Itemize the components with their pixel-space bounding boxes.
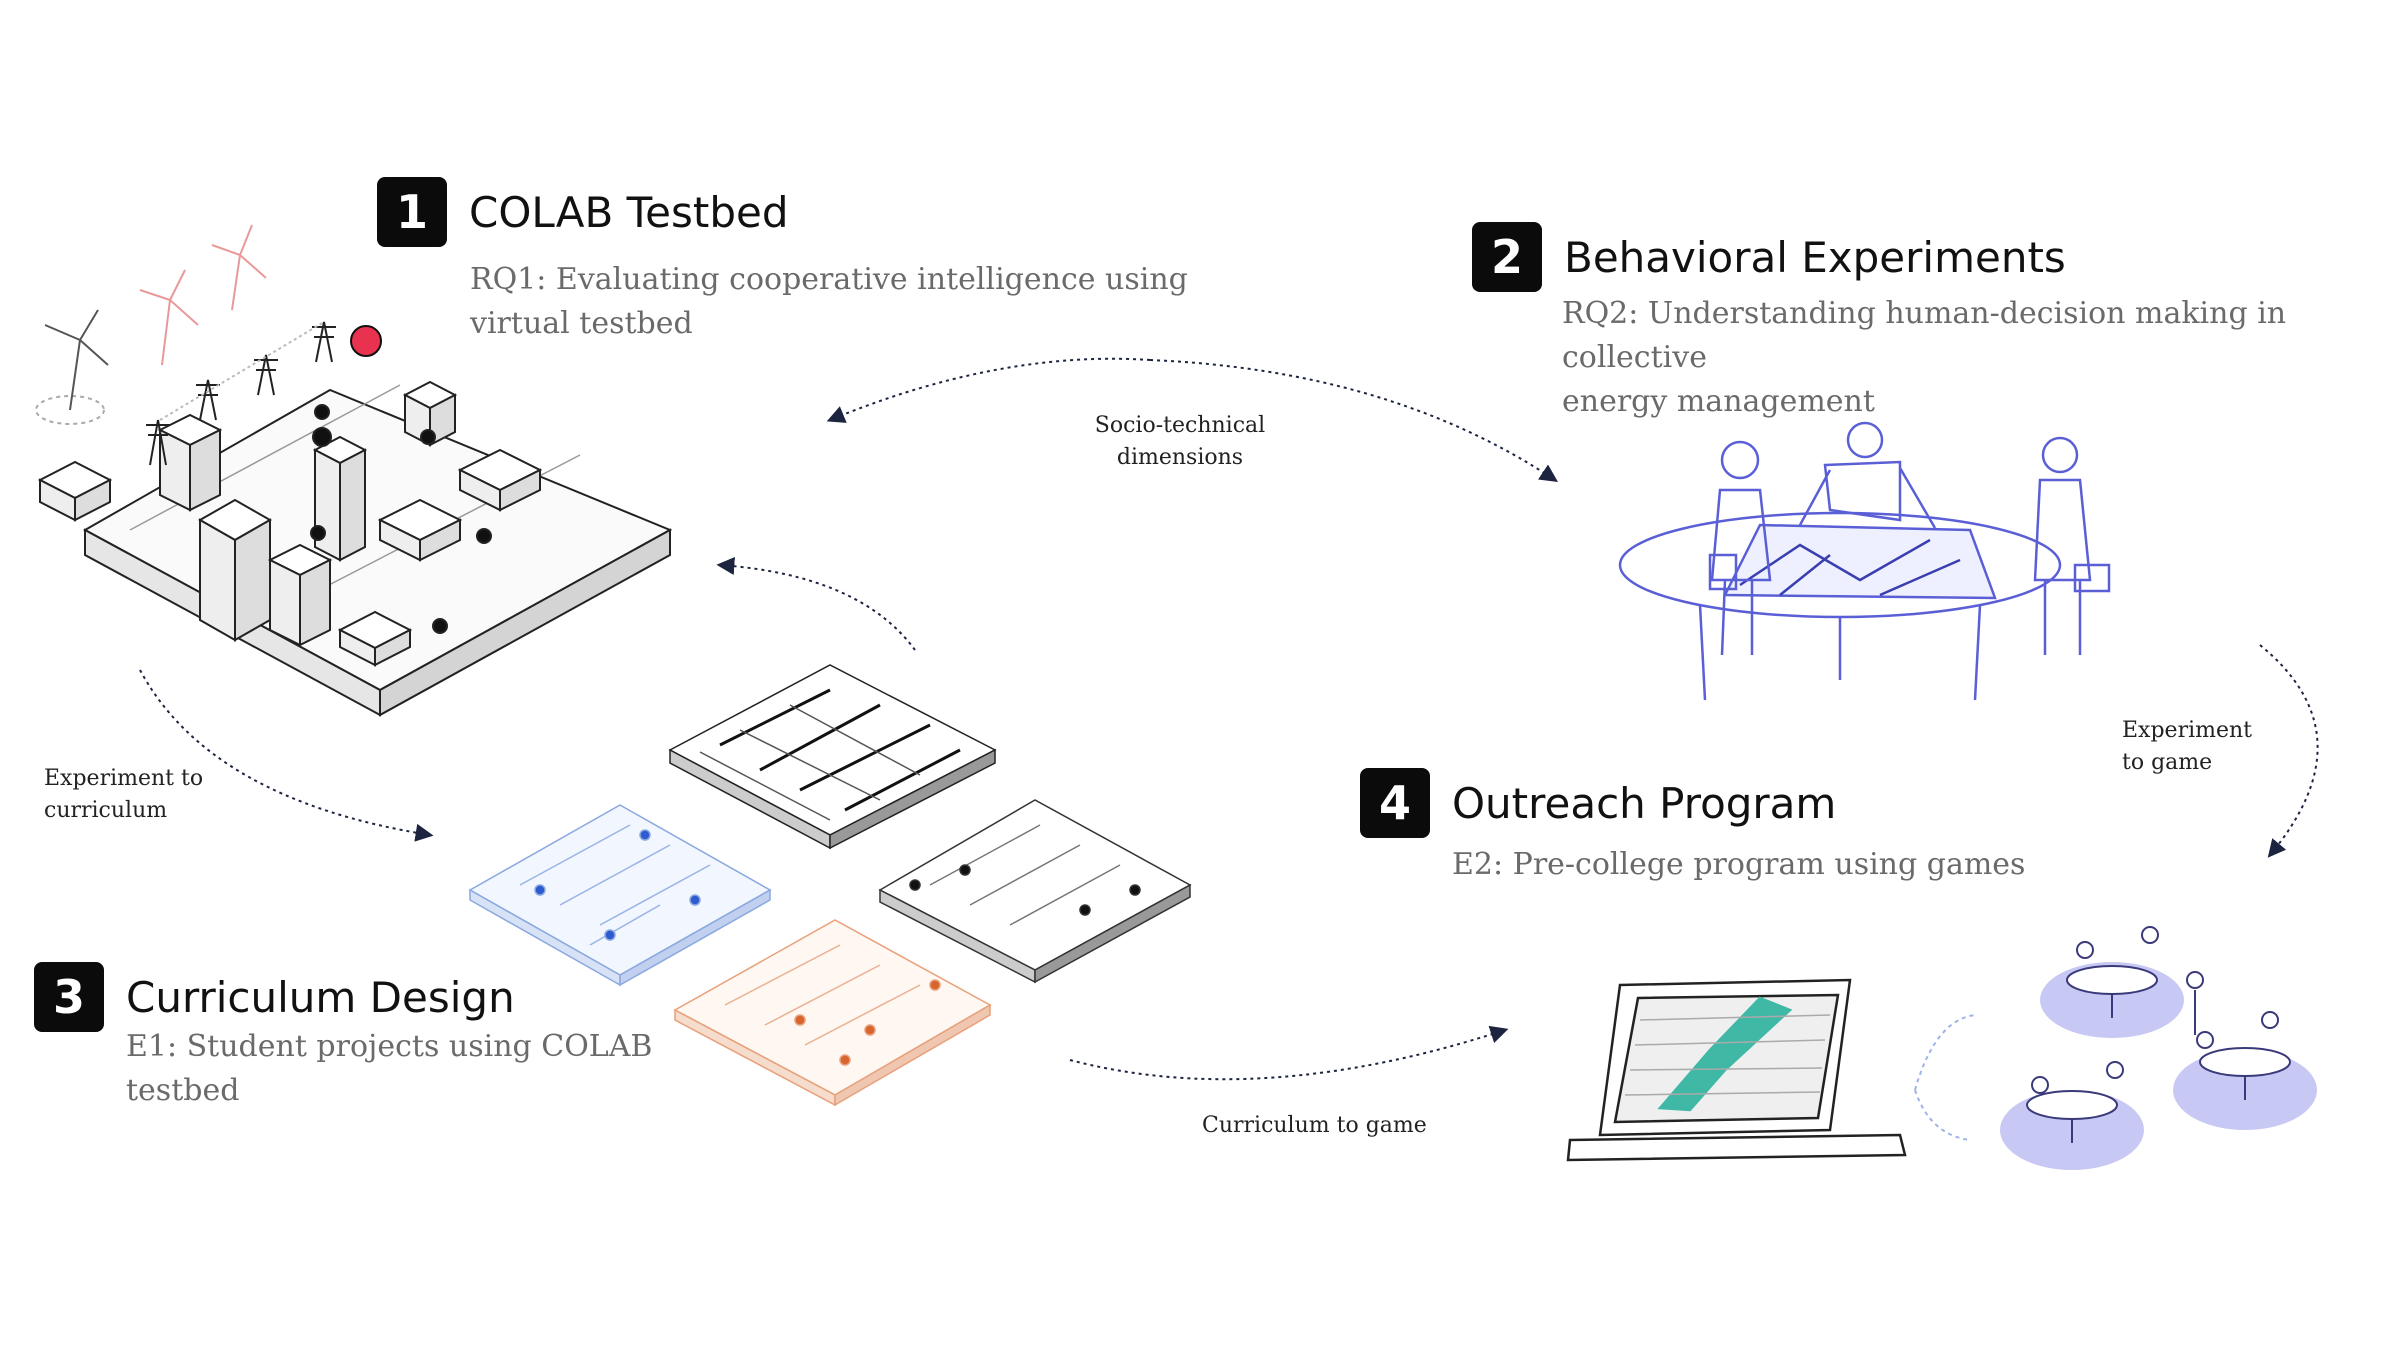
section-outreach-program: 4 Outreach Program — [1360, 768, 1836, 838]
subtitle-line: RQ2: Understanding human-decision making… — [1562, 296, 2287, 375]
subtitle-line: energy management — [1562, 384, 1875, 419]
power-tower-icon — [146, 321, 336, 466]
flow-label-line: Curriculum to game — [1202, 1113, 1427, 1138]
arrow-curriculum-to-testbed — [716, 557, 916, 651]
flow-arrows — [139, 357, 2319, 1081]
section-number-badge: 1 — [377, 177, 447, 247]
section-number-badge: 2 — [1472, 222, 1542, 292]
city-block-icon — [197, 498, 273, 642]
subtitle-line: virtual testbed — [470, 306, 693, 341]
arrow-experiment-to-game — [2259, 644, 2319, 858]
section-behavioral-experiments: 2 Behavioral Experiments — [1472, 222, 2066, 292]
flow-label-line: Experiment — [2122, 718, 2253, 743]
section-number-badge: 3 — [34, 962, 104, 1032]
arrow-socio-technical-left — [826, 357, 1151, 423]
subtitle-line: E2: Pre-college program using games — [1452, 847, 2026, 882]
flow-label-curriculum-to-game: Curriculum to game — [1202, 1110, 1427, 1142]
curriculum-map-tile-blue — [468, 804, 772, 987]
section-number-badge: 4 — [1360, 768, 1430, 838]
round-table-icon — [2000, 926, 2317, 1170]
section-title: Curriculum Design — [126, 972, 515, 1022]
subtitle-line: E1: Student projects using COLAB — [126, 1029, 653, 1064]
subtitle-line: RQ1: Evaluating cooperative intelligence… — [470, 262, 1188, 297]
section-subtitle: E2: Pre-college program using games — [1452, 843, 2025, 887]
flow-label-experiment-to-game: Experiment to game — [2122, 715, 2252, 779]
flow-label-line: Experiment to — [44, 766, 204, 791]
section-title: Outreach Program — [1452, 778, 1837, 828]
section-subtitle: RQ1: Evaluating cooperative intelligence… — [470, 258, 1188, 346]
section-curriculum-design: 3 Curriculum Design — [34, 962, 515, 1032]
wind-turbine-icon — [35, 309, 109, 425]
subtitle-line: testbed — [126, 1073, 240, 1108]
laptop-to-tables-swoosh — [1914, 1014, 1976, 1141]
laptop-icon — [1566, 978, 1907, 1162]
arrow-experiment-to-curriculum — [139, 669, 434, 842]
section-subtitle: RQ2: Understanding human-decision making… — [1562, 292, 2400, 424]
flow-label-line: dimensions — [1116, 445, 1244, 470]
curriculum-map-tile-gray — [878, 799, 1192, 984]
flow-label-line: Socio-technical — [1094, 413, 1266, 438]
section-colab-testbed: 1 COLAB Testbed — [377, 177, 789, 247]
wind-turbine-icon — [139, 224, 267, 366]
flow-label-experiment-to-curriculum: Experiment to curriculum — [44, 763, 203, 827]
flow-label-socio-technical: Socio-technical dimensions — [1080, 410, 1280, 474]
arrow-socio-technical-right — [1149, 359, 1558, 482]
section-title: COLAB Testbed — [469, 187, 789, 237]
section-subtitle: E1: Student projects using COLAB testbed — [126, 1025, 652, 1113]
curriculum-map-tile-orange — [673, 919, 992, 1107]
flow-label-line: to game — [2122, 750, 2213, 775]
arrow-curriculum-to-game — [1069, 1025, 1509, 1081]
section-title: Behavioral Experiments — [1564, 232, 2066, 282]
people-at-table-icon — [1618, 421, 2111, 701]
curriculum-map-tile-black — [668, 664, 997, 850]
colab-testbed-illustration — [37, 325, 673, 717]
flow-label-line: curriculum — [44, 798, 168, 823]
